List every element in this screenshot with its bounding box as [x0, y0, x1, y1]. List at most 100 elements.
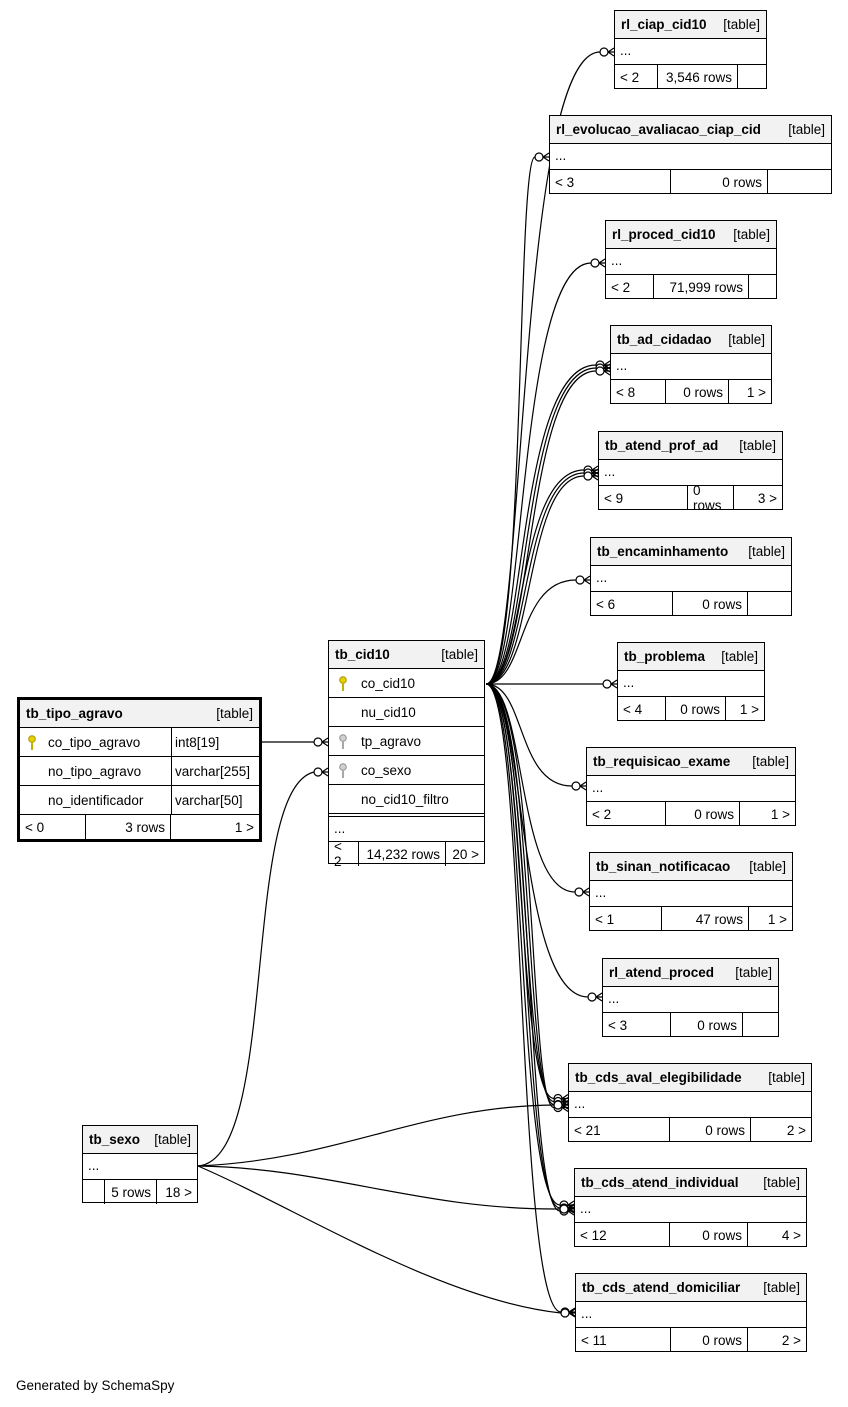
table-tag: [table]	[788, 122, 825, 137]
edge-end-tb-atend-prof-ad-many-marker	[591, 471, 599, 481]
table-tb-cds-atend-domiciliar[interactable]: tb_cds_atend_domiciliar [table] ... < 11…	[575, 1273, 807, 1352]
parents-link[interactable]: < 2	[620, 69, 640, 85]
table-name: rl_atend_proced	[609, 965, 715, 980]
table-header: tb_cds_atend_individual [table]	[575, 1169, 806, 1197]
table-footer: < 8 0 rows 1 >	[611, 380, 771, 404]
edge-end-rl-ciap-cid10-many-marker	[607, 47, 615, 57]
table-tb-cid10[interactable]: tb_cid10 [table] co_cid10 nu_cid10 tp_ag…	[328, 640, 485, 869]
table-header: tb_ad_cidadao [table]	[611, 326, 771, 354]
parents-link[interactable]: < 21	[574, 1122, 601, 1138]
table-footer: < 0 3 rows 1 >	[20, 815, 259, 839]
edge-end-tb-sinan-notificacao-optional-marker	[574, 887, 584, 897]
edge-end-co-sexo-optional-marker	[313, 767, 323, 777]
table-header: tb_tipo_agravo [table]	[20, 700, 259, 728]
edge-end-tb-ad-cidadao-optional-marker	[595, 366, 605, 376]
table-header: tb_requisicao_exame [table]	[587, 748, 795, 776]
children-link[interactable]: 3 >	[757, 490, 777, 506]
table-tb-ad-cidadao[interactable]: tb_ad_cidadao [table] ... < 8 0 rows 1 >	[610, 325, 772, 404]
parents-link[interactable]: < 12	[580, 1227, 607, 1243]
table-footer: < 3 0 rows	[603, 1013, 778, 1037]
children-link[interactable]	[768, 170, 831, 194]
parents-link[interactable]: < 2	[334, 839, 342, 869]
table-tb-atend-prof-ad[interactable]: tb_atend_prof_ad [table] ... < 9 0 rows …	[598, 431, 783, 513]
table-name: tb_sinan_notificacao	[596, 859, 731, 874]
table-footer: < 1 47 rows 1 >	[590, 907, 792, 931]
children-link[interactable]: 1 >	[234, 819, 254, 835]
children-link[interactable]	[748, 592, 791, 616]
table-name: tb_cds_atend_individual	[581, 1175, 739, 1190]
parents-link[interactable]	[83, 1180, 104, 1204]
edge-tb-sexo-to-tb-cid10	[197, 771, 315, 1167]
parents-link[interactable]: < 6	[596, 596, 616, 612]
table-header: tb_cds_atend_domiciliar [table]	[576, 1274, 806, 1302]
table-tb-sinan-notificacao[interactable]: tb_sinan_notificacao [table] ... < 1 47 …	[589, 852, 793, 931]
edge-tb-cid10-to-tb-atend-prof-ad	[485, 472, 585, 685]
children-link[interactable]: 20 >	[452, 846, 479, 862]
table-rl-evolucao-avaliacao-ciap-cid[interactable]: rl_evolucao_avaliacao_ciap_cid [table] .…	[549, 115, 832, 194]
table-footer: < 2 0 rows 1 >	[587, 802, 795, 826]
row-count: 3 rows	[85, 815, 171, 839]
parents-link[interactable]: < 3	[555, 174, 575, 190]
children-link[interactable]	[743, 1013, 778, 1037]
column-type: varchar[50]	[171, 786, 259, 814]
table-name: tb_cid10	[335, 647, 390, 662]
parents-link[interactable]: < 8	[616, 384, 636, 400]
table-tb-problema[interactable]: tb_problema [table] ... < 4 0 rows 1 >	[617, 642, 765, 721]
row-count: 0 rows	[670, 1328, 748, 1352]
table-header: rl_evolucao_avaliacao_ciap_cid [table]	[550, 116, 831, 144]
table-header: tb_cds_aval_elegibilidade [table]	[569, 1064, 811, 1092]
table-tag: [table]	[733, 227, 770, 242]
table-header: tb_problema [table]	[618, 643, 764, 671]
table-tb-requisicao-exame[interactable]: tb_requisicao_exame [table] ... < 2 0 ro…	[586, 747, 796, 826]
table-header: tb_encaminhamento [table]	[591, 538, 791, 566]
more-columns: ...	[615, 39, 766, 65]
table-header: rl_proced_cid10 [table]	[606, 221, 776, 249]
parents-link[interactable]: < 0	[25, 819, 45, 835]
table-footer: < 3 0 rows	[550, 170, 831, 194]
parents-link[interactable]: < 11	[581, 1332, 607, 1348]
children-link[interactable]: 18 >	[165, 1184, 192, 1200]
column-name: no_cid10_filtro	[361, 791, 449, 807]
table-tb-cds-aval-elegibilidade[interactable]: tb_cds_aval_elegibilidade [table] ... < …	[568, 1063, 812, 1142]
table-footer: 5 rows 18 >	[83, 1180, 197, 1204]
table-rl-atend-proced[interactable]: rl_atend_proced [table] ... < 3 0 rows	[602, 958, 779, 1037]
edge-end-tp-agravo-many-marker	[321, 737, 329, 747]
children-link[interactable]: 1 >	[746, 384, 766, 400]
children-link[interactable]: 2 >	[781, 1332, 801, 1348]
parents-link[interactable]: < 2	[592, 806, 612, 822]
children-link[interactable]	[738, 65, 766, 89]
edge-tb-cid10-to-tb-cds-atend-individual	[485, 683, 561, 1209]
edge-end-tb-problema-optional-marker	[602, 679, 612, 689]
edge-end-tb-atend-prof-ad-optional-marker	[583, 471, 593, 481]
column-row: co_tipo_agravo int8[19]	[20, 728, 259, 757]
column-name: tp_agravo	[361, 733, 422, 749]
children-link[interactable]: 4 >	[781, 1227, 801, 1243]
table-footer: < 9 0 rows 3 >	[599, 483, 782, 513]
edge-tb-cid10-to-rl-atend-proced	[485, 683, 589, 998]
table-tag: [table]	[216, 706, 253, 721]
parents-link[interactable]: < 9	[604, 490, 624, 506]
table-tb-tipo-agravo[interactable]: tb_tipo_agravo [table] co_tipo_agravo in…	[17, 697, 262, 842]
edge-end-tb-ad-cidadao-many-marker	[603, 366, 611, 376]
children-link[interactable]	[749, 275, 776, 299]
more-columns: ...	[590, 881, 792, 907]
table-rl-ciap-cid10[interactable]: rl_ciap_cid10 [table] ... < 2 3,546 rows	[614, 10, 767, 89]
parents-link[interactable]: < 3	[608, 1017, 628, 1033]
edge-end-tb-encaminhamento-many-marker	[583, 575, 591, 585]
table-header: tb_atend_prof_ad [table]	[599, 432, 782, 460]
children-link[interactable]: 2 >	[786, 1122, 806, 1138]
edge-end-rl-atend-proced-many-marker	[595, 992, 603, 1002]
children-link[interactable]: 1 >	[770, 806, 790, 822]
parents-link[interactable]: < 2	[611, 279, 631, 295]
children-link[interactable]: 1 >	[739, 701, 759, 717]
table-rl-proced-cid10[interactable]: rl_proced_cid10 [table] ... < 2 71,999 r…	[605, 220, 777, 299]
table-tb-sexo[interactable]: tb_sexo [table] ... 5 rows 18 >	[82, 1125, 198, 1204]
table-tb-cds-atend-individual[interactable]: tb_cds_atend_individual [table] ... < 12…	[574, 1168, 807, 1247]
edge-tb-cid10-to-tb-cds-atend-individual	[485, 683, 561, 1206]
column-name: co_tipo_agravo	[48, 734, 141, 750]
table-tb-encaminhamento[interactable]: tb_encaminhamento [table] ... < 6 0 rows	[590, 537, 792, 616]
parents-link[interactable]: < 1	[595, 911, 615, 927]
parents-link[interactable]: < 4	[623, 701, 643, 717]
edge-end-sexo-domiciliar-many-marker	[568, 1308, 576, 1318]
children-link[interactable]: 1 >	[767, 911, 787, 927]
